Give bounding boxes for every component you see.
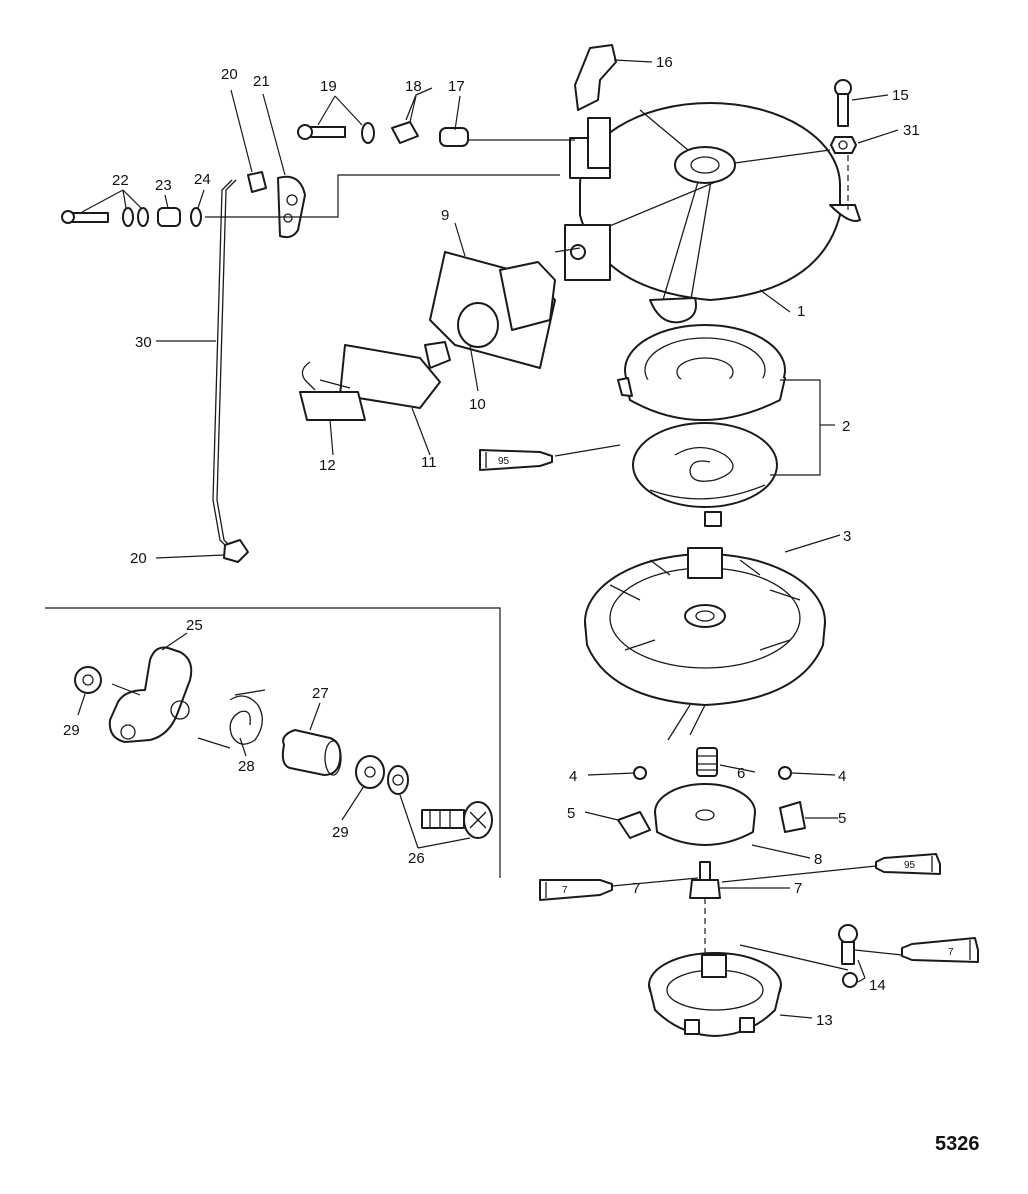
rewind-spring: [617, 324, 786, 527]
lubricant-tube-7-right: 7: [901, 937, 979, 963]
cup-bolt-and-washer: [739, 924, 858, 988]
callout-9: 9: [441, 207, 449, 224]
tube-label-7-right: 7: [948, 947, 954, 958]
callout-20-bottom: 20: [130, 550, 147, 567]
callout-labels: 1 2 3 4 4 5 5 6 7 7 8 9 10 11 12 13 14 1…: [63, 54, 920, 1029]
callout-7-right: 7: [794, 880, 802, 897]
callout-23: 23: [155, 177, 172, 194]
callout-29-left: 29: [63, 722, 80, 739]
callout-26: 26: [408, 850, 425, 867]
callout-21: 21: [253, 73, 270, 90]
callout-4-right: 4: [838, 768, 846, 785]
callout-7-left: 7: [632, 880, 640, 897]
callout-12: 12: [319, 457, 336, 474]
tube-label-95-lower: 95: [904, 860, 916, 871]
lubricant-tube-95-upper: 95: [479, 449, 553, 471]
tube-label-95-upper: 95: [498, 456, 510, 467]
callout-15: 15: [892, 87, 909, 104]
lubricant-tube-95-lower: 95: [875, 853, 941, 875]
callout-3: 3: [843, 528, 851, 545]
callout-14: 14: [869, 977, 886, 994]
callout-8: 8: [814, 851, 822, 868]
lubricant-tube-7-left: 7: [539, 879, 613, 901]
neutral-start-switch: [299, 247, 581, 421]
callout-17: 17: [448, 78, 465, 95]
callout-25: 25: [186, 617, 203, 634]
callout-5-right: 5: [838, 810, 846, 827]
callout-5-left: 5: [567, 805, 575, 822]
starter-housing: [564, 102, 861, 324]
callout-6: 6: [737, 765, 745, 782]
callout-27: 27: [312, 685, 329, 702]
callout-30: 30: [135, 334, 152, 351]
figure-number: 5326: [935, 1133, 980, 1155]
callout-18: 18: [405, 78, 422, 95]
choke-lever: [574, 44, 617, 169]
starter-cup: [648, 952, 782, 1037]
link-rod: [212, 179, 249, 563]
callout-16: 16: [656, 54, 673, 71]
callout-13: 13: [816, 1012, 833, 1029]
detail-inset: [45, 607, 501, 878]
callout-19: 19: [320, 78, 337, 95]
callout-28: 28: [238, 758, 255, 775]
linkage-hardware: [297, 87, 575, 147]
tube-label-7-left: 7: [562, 885, 568, 896]
pawl-components: [617, 747, 806, 955]
callout-10: 10: [469, 396, 486, 413]
callout-4-left: 4: [569, 768, 577, 785]
callout-31: 31: [903, 122, 920, 139]
callout-29-right: 29: [332, 824, 349, 841]
callout-1: 1: [797, 303, 805, 320]
neutral-lockout-arm: [61, 171, 560, 239]
callout-20-top: 20: [221, 66, 238, 83]
callout-22: 22: [112, 172, 129, 189]
callout-24: 24: [194, 171, 211, 188]
callout-2: 2: [842, 418, 850, 435]
callout-11: 11: [421, 454, 437, 471]
leader-lines: [77, 59, 903, 1019]
rope-pulley: [584, 547, 826, 741]
housing-screw-and-nut: [830, 79, 857, 210]
